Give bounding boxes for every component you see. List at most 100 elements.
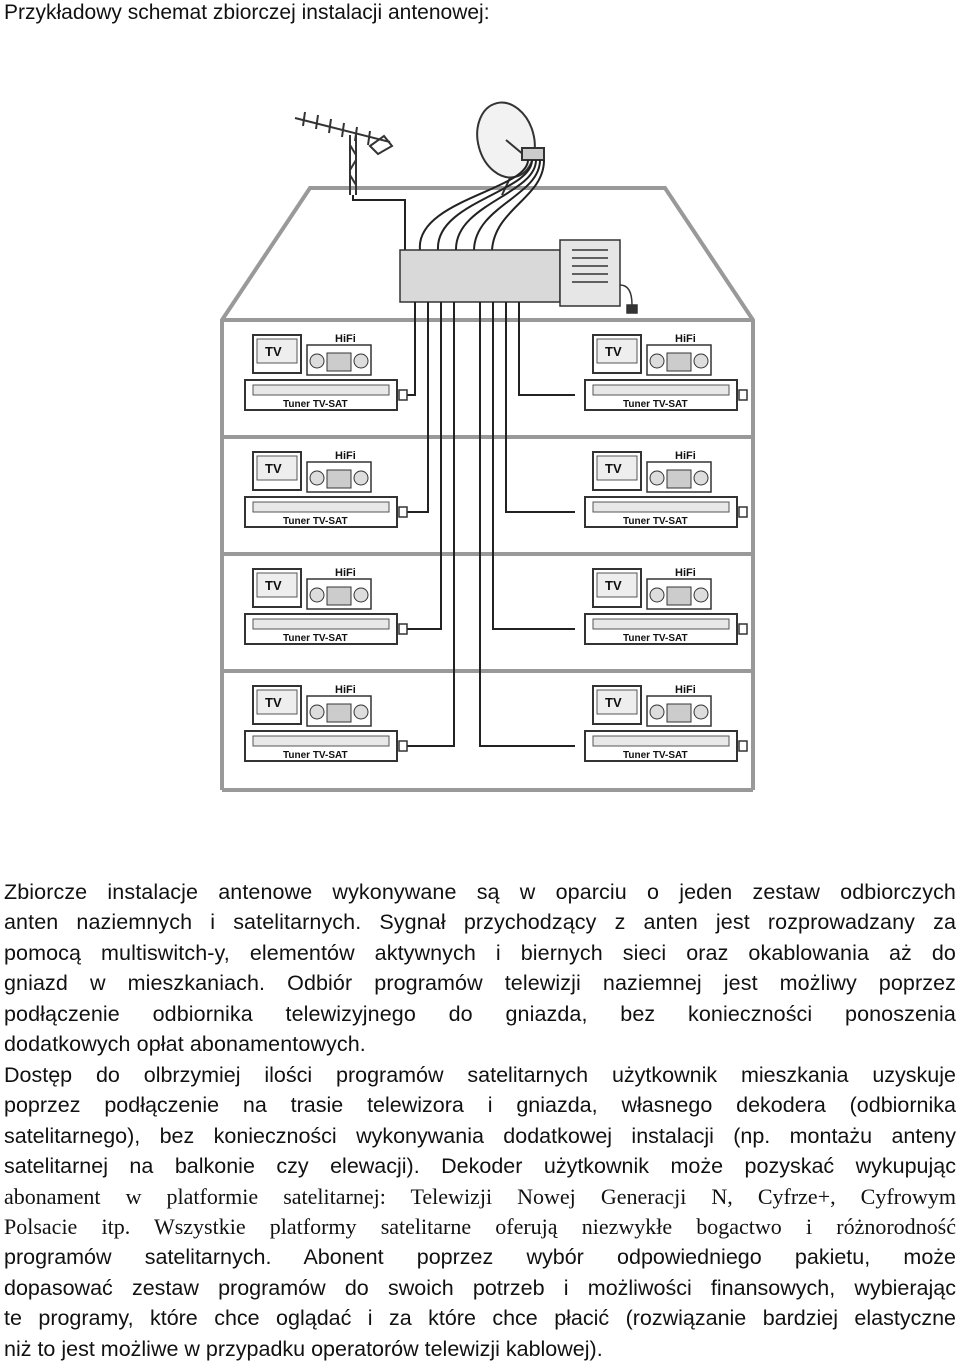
tuner-box xyxy=(592,384,730,396)
tuner-label: Tuner TV-SAT xyxy=(283,516,348,527)
tuner-label: Tuner TV-SAT xyxy=(283,633,348,644)
hifi-label: HiFi xyxy=(675,567,696,579)
paragraph-2-line: niż to jest możliwe w przypadku operator… xyxy=(4,1336,603,1361)
speaker-left xyxy=(649,470,665,486)
riser-cable xyxy=(405,302,429,513)
tv-screen xyxy=(256,572,298,598)
page-heading: Przykładowy schemat zbiorczej instalacji… xyxy=(4,1,490,24)
tv-label: TV xyxy=(265,578,282,593)
tuner-box xyxy=(252,384,390,396)
speaker-right xyxy=(353,587,369,603)
speaker-right xyxy=(693,587,709,603)
wall-socket-icon xyxy=(738,389,748,401)
hifi-unit xyxy=(326,469,352,489)
speaker-left xyxy=(309,704,325,720)
tv-screen xyxy=(596,455,638,481)
tv-screen xyxy=(596,689,638,715)
riser-cable xyxy=(405,302,455,747)
tv-label: TV xyxy=(605,695,622,710)
tuner-label: Tuner TV-SAT xyxy=(623,399,688,410)
tv-label: TV xyxy=(605,461,622,476)
satellite-dish-icon xyxy=(476,101,545,196)
paragraph-2-line: poprzez podłączenie na trasie telewizora… xyxy=(4,1093,956,1118)
paragraph-2-line: Dostęp do olbrzymiej ilości programów sa… xyxy=(4,1063,956,1087)
speaker-right xyxy=(693,353,709,369)
riser-cable xyxy=(518,302,575,396)
tv-label: TV xyxy=(265,344,282,359)
tv-screen xyxy=(596,572,638,598)
paragraph-2-line: satelitarnego), bez konieczności wykonyw… xyxy=(4,1123,956,1148)
hifi-label: HiFi xyxy=(335,567,356,579)
wall-socket-icon xyxy=(738,740,748,752)
wall-socket-icon xyxy=(398,389,408,401)
hifi-label: HiFi xyxy=(675,333,696,345)
paragraph-1-line: podłączenie odbiornika telewizyjnego do … xyxy=(4,1001,956,1026)
wall-socket-icon xyxy=(398,740,408,752)
speaker-left xyxy=(309,470,325,486)
hifi-unit xyxy=(666,586,692,606)
tv-screen xyxy=(256,338,298,364)
speaker-right xyxy=(693,470,709,486)
riser-cable xyxy=(479,302,575,747)
tuner-box xyxy=(252,735,390,747)
hifi-label: HiFi xyxy=(335,333,356,345)
tv-screen xyxy=(596,338,638,364)
hifi-label: HiFi xyxy=(335,684,356,696)
hifi-unit xyxy=(666,352,692,372)
tv-label: TV xyxy=(265,695,282,710)
house-outline xyxy=(220,186,755,792)
hifi-unit xyxy=(326,703,352,723)
speaker-right xyxy=(353,353,369,369)
tuner-label: Tuner TV-SAT xyxy=(283,399,348,410)
speaker-right xyxy=(693,704,709,720)
paragraph-1-line: Zbiorcze instalacje antenowe wykonywane … xyxy=(4,880,956,904)
tuner-box xyxy=(592,501,730,513)
tuner-box xyxy=(252,618,390,630)
wall-socket-icon xyxy=(398,506,408,518)
riser-cable xyxy=(405,302,416,396)
hifi-label: HiFi xyxy=(675,450,696,462)
multiswitch-icon xyxy=(399,239,638,314)
riser-cable xyxy=(505,302,575,513)
paragraph-1-line: gniazd w mieszkaniach. Odbiór programów … xyxy=(4,971,956,996)
paragraph-1-line: anten naziemnych i satelitarnych. Sygnał… xyxy=(4,910,956,935)
hifi-label: HiFi xyxy=(335,450,356,462)
wall-socket-icon xyxy=(738,506,748,518)
paragraph-2-line: satelitarnej na balkonie czy elewacji). … xyxy=(4,1154,956,1179)
tuner-box xyxy=(592,618,730,630)
tuner-box xyxy=(252,501,390,513)
tuner-label: Tuner TV-SAT xyxy=(623,633,688,644)
speaker-right xyxy=(353,704,369,720)
paragraph-1-line: pomocą multiswitch-y, elementów aktywnyc… xyxy=(4,940,956,965)
paragraph-1-line: dodatkowych opłat abonamentowych. xyxy=(4,1032,366,1057)
paragraph-2-line: Polsacie itp. Wszystkie platformy sateli… xyxy=(4,1214,956,1240)
hifi-label: HiFi xyxy=(675,684,696,696)
paragraph-1: Zbiorcze instalacje antenowe wykonywane … xyxy=(4,877,956,1059)
speaker-left xyxy=(309,353,325,369)
paragraph-2-line: abonament w platformie satelitarnej: Tel… xyxy=(4,1183,956,1209)
terrestrial-antenna-icon xyxy=(294,111,394,195)
riser-cables xyxy=(405,302,575,747)
tv-screen xyxy=(256,455,298,481)
riser-cable xyxy=(405,302,442,630)
speaker-right xyxy=(353,470,369,486)
speaker-left xyxy=(309,587,325,603)
speaker-left xyxy=(649,704,665,720)
riser-cable xyxy=(492,302,575,630)
speaker-left xyxy=(649,587,665,603)
speaker-left xyxy=(649,353,665,369)
hifi-unit xyxy=(666,703,692,723)
tuner-label: Tuner TV-SAT xyxy=(283,750,348,761)
tuner-label: Tuner TV-SAT xyxy=(623,516,688,527)
tv-label: TV xyxy=(605,578,622,593)
tuner-box xyxy=(592,735,730,747)
wall-socket-icon xyxy=(398,623,408,635)
